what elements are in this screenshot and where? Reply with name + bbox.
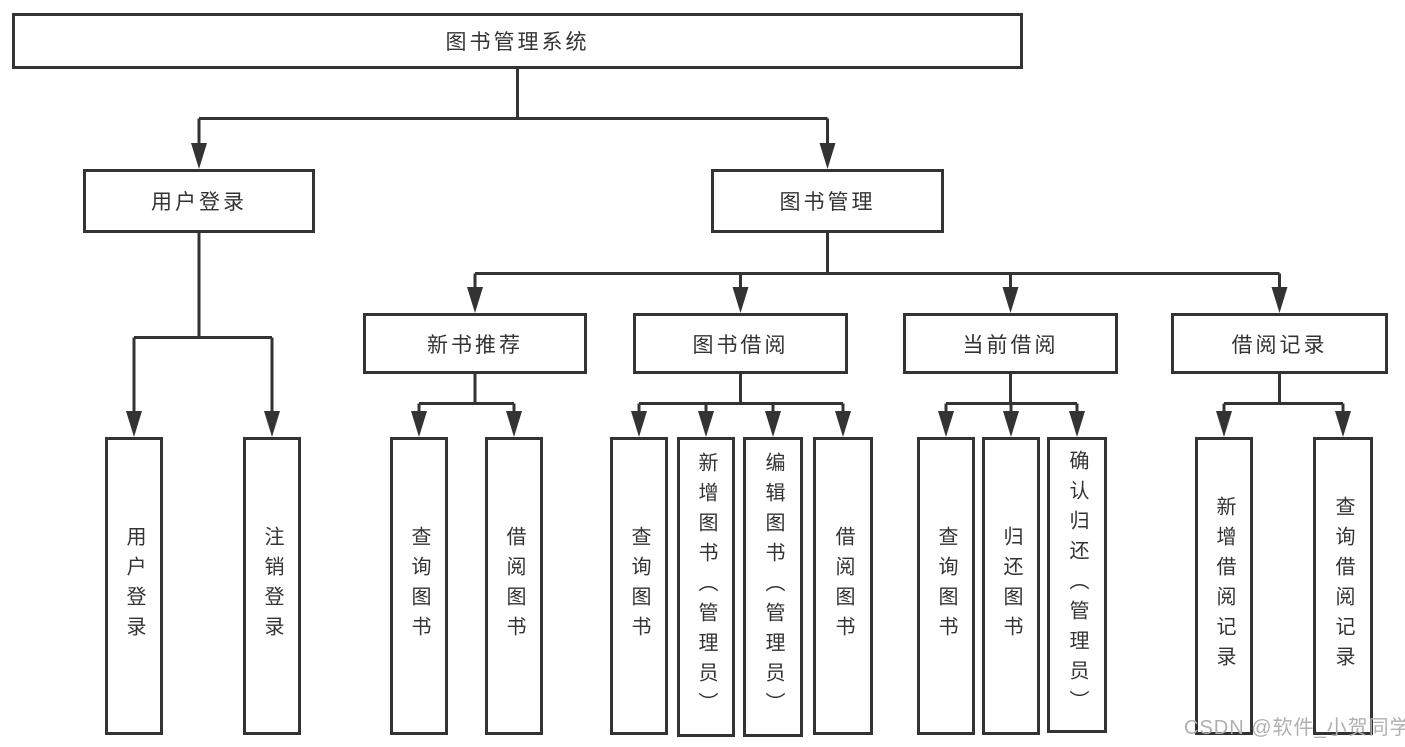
leaf-return-book: 归还图书 (982, 437, 1040, 735)
leaf-query-borrow-record: 查询借阅记录 (1313, 437, 1373, 735)
leaf-user-login: 用户登录 (105, 437, 163, 735)
connector-borrowrecords-to-leaves (1222, 374, 1345, 412)
connector-bookmgmt-to-sections (473, 233, 1281, 288)
connector-userlogin-to-leaves (132, 233, 274, 412)
leaf-newbook-borrow-books: 借阅图书 (485, 437, 543, 735)
node-book-management: 图书管理 (711, 169, 944, 233)
arrowhead-down-icon (126, 411, 280, 437)
node-label: 查询图书 (628, 526, 650, 646)
node-current-borrow: 当前借阅 (903, 313, 1118, 374)
arrowhead-down-icon (191, 143, 836, 169)
leaf-newbook-query-books: 查询图书 (390, 437, 448, 735)
leaf-add-borrow-record: 新增借阅记录 (1195, 437, 1253, 735)
leaf-confirm-return-admin: 确认归还（管理员） (1047, 437, 1107, 733)
node-label: 图书管理系统 (445, 31, 590, 54)
node-label: 借阅图书 (832, 526, 854, 646)
node-label: 图书管理 (779, 191, 876, 214)
leaf-add-book-admin: 新增图书（管理员） (677, 437, 735, 737)
node-library-system: 图书管理系统 (12, 13, 1023, 69)
node-label: 借阅记录 (1231, 333, 1328, 357)
node-label: 用户登录 (123, 526, 145, 646)
connector-currentborrow-to-leaves (944, 374, 1079, 412)
leaf-borrow-query-books: 查询图书 (610, 437, 668, 735)
node-label: 借阅图书 (503, 526, 525, 646)
leaf-borrow-borrow-books: 借阅图书 (813, 437, 873, 735)
node-label: 用户登录 (151, 191, 247, 214)
node-user-login: 用户登录 (83, 169, 315, 233)
leaf-current-query-books: 查询图书 (917, 437, 975, 735)
node-borrow-records: 借阅记录 (1171, 313, 1388, 374)
node-book-borrow: 图书借阅 (633, 313, 848, 374)
node-label: 编辑图书（管理员） (762, 452, 784, 722)
node-label: 查询图书 (408, 526, 430, 646)
arrowhead-down-icon (1216, 411, 1351, 437)
arrowhead-down-icon (631, 411, 851, 437)
node-label: 新增借阅记录 (1213, 496, 1235, 676)
leaf-logout: 注销登录 (243, 437, 301, 735)
connector-bookborrow-to-leaves (637, 374, 845, 412)
connector-root-to-level2 (197, 69, 829, 144)
node-label: 注销登录 (261, 526, 283, 646)
node-new-book-recommend: 新书推荐 (363, 313, 587, 374)
csdn-watermark: CSDN @软件_小贺同学 (1184, 717, 1405, 739)
node-label: 当前借阅 (962, 333, 1059, 357)
node-label: 归还图书 (1000, 526, 1022, 646)
arrowhead-down-icon (938, 411, 1085, 437)
node-label: 图书借阅 (692, 333, 789, 357)
connector-newbook-to-leaves (417, 374, 516, 412)
arrowhead-down-icon (411, 411, 522, 437)
node-label: 确认归还（管理员） (1066, 450, 1088, 720)
arrowhead-down-icon (467, 287, 1288, 313)
leaf-edit-book-admin: 编辑图书（管理员） (743, 437, 803, 737)
node-label: 新增图书（管理员） (695, 452, 717, 722)
node-label: 查询借阅记录 (1332, 496, 1354, 676)
node-label: 新书推荐 (427, 333, 523, 357)
node-label: 查询图书 (935, 526, 957, 646)
